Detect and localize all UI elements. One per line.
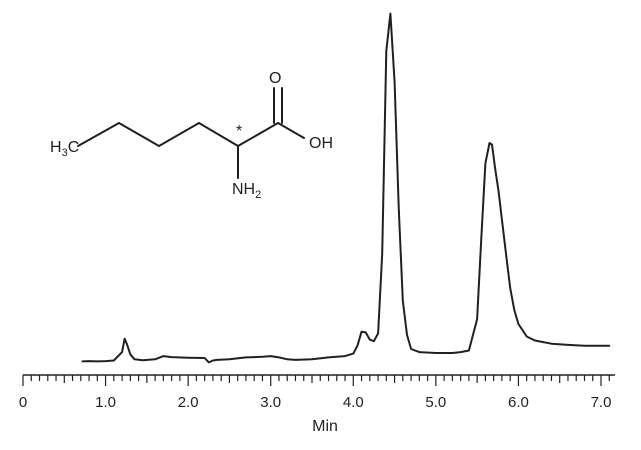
bond [118,122,160,147]
plot-area [81,12,611,364]
carbonyl-oxygen-label: O [269,70,281,87]
stereocenter-marker: * [236,123,242,140]
x-tick-label: 4.0 [343,394,364,411]
methyl-label: H3C [50,139,79,159]
x-axis: 0 1.0 2.0 3.0 4.0 5.0 6.0 7.0 [19,374,615,411]
x-tick-label: 5.0 [425,394,446,411]
bond [77,122,120,147]
bond [198,122,239,147]
amine-label: NH2 [232,181,261,201]
x-tick-label: 1.0 [95,394,116,411]
bond [277,122,305,139]
hydroxyl-label: OH [309,135,333,152]
bond [237,122,279,147]
x-tick-label: 0 [19,394,27,411]
bond [158,122,200,147]
x-tick-label: 6.0 [508,394,529,411]
chemical-structure: H3C O OH NH2 * [50,70,333,201]
chromatogram-trace [81,12,611,364]
x-tick-label: 2.0 [178,394,199,411]
x-tick-label: 3.0 [260,394,281,411]
x-tick-label: 7.0 [591,394,612,411]
x-axis-label: Min [312,418,338,435]
